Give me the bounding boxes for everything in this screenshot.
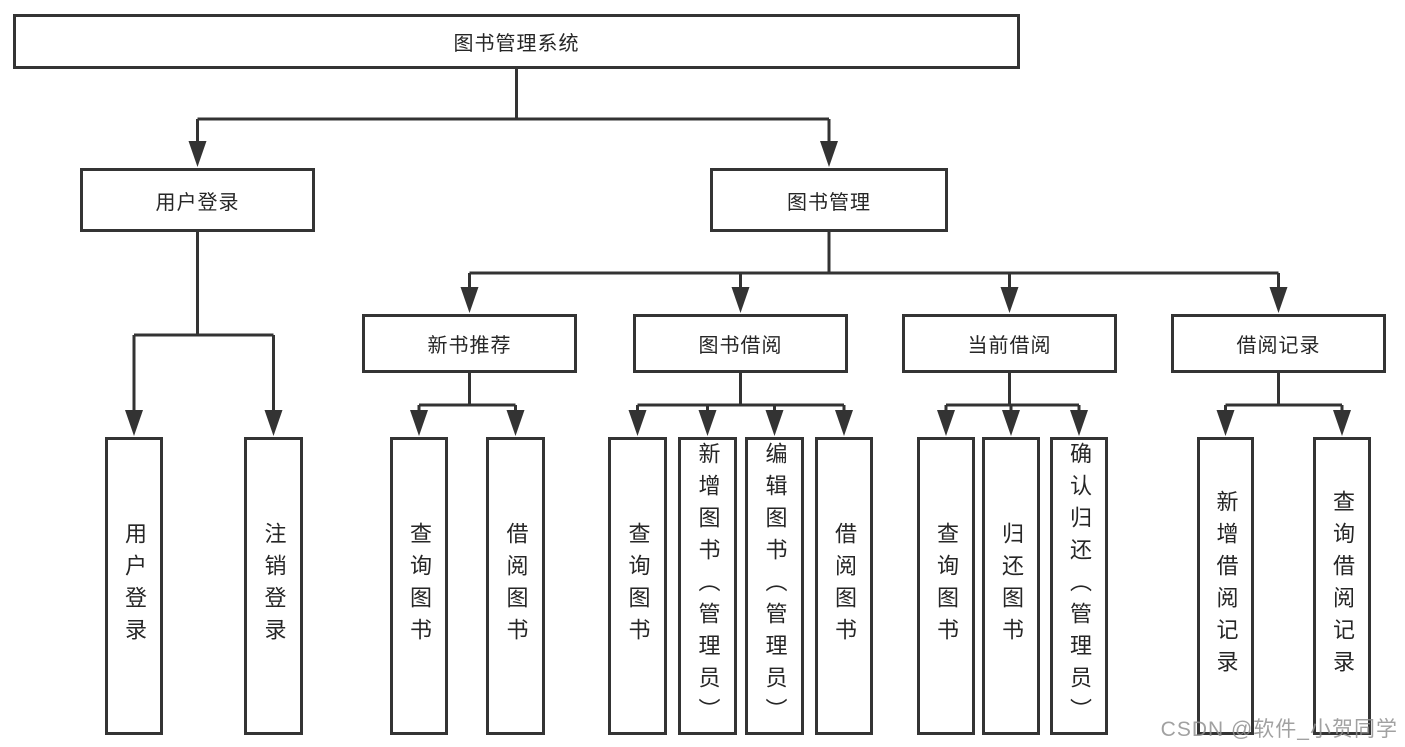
leaf-logout: 注销登录	[244, 437, 303, 735]
node-book-borrowing: 图书借阅	[633, 314, 848, 373]
leaf-edit-books-admin: 编辑图书（管理员）	[745, 437, 804, 735]
leaf-confirm-return-admin: 确认归还（管理员）	[1050, 437, 1108, 735]
leaf-borrow-books: 借阅图书	[815, 437, 873, 735]
node-label: 当前借阅	[967, 335, 1052, 357]
leaf-query-books: 查询图书	[917, 437, 975, 735]
node-label: 图书借阅	[698, 335, 783, 357]
leaf-return-books: 归还图书	[982, 437, 1040, 735]
node-user-login: 用户登录	[80, 168, 315, 232]
node-label: 借阅图书	[503, 522, 529, 650]
leaf-borrow-books: 借阅图书	[486, 437, 545, 735]
node-label: 查询图书	[934, 522, 959, 650]
node-label: 注销登录	[261, 522, 287, 650]
leaf-add-borrow-record: 新增借阅记录	[1197, 437, 1254, 735]
node-label: 新书推荐	[427, 335, 512, 357]
node-label: 确认归还（管理员）	[1067, 442, 1092, 730]
node-new-book-recommendation: 新书推荐	[362, 314, 577, 373]
node-book-management: 图书管理	[710, 168, 948, 232]
node-label: 借阅图书	[832, 522, 857, 650]
node-label: 借阅记录	[1236, 335, 1321, 357]
node-label: 图书管理系统	[453, 33, 580, 55]
leaf-query-borrow-record: 查询借阅记录	[1313, 437, 1371, 735]
node-borrowing-records: 借阅记录	[1171, 314, 1386, 373]
node-library-system: 图书管理系统	[13, 14, 1020, 69]
leaf-add-books-admin: 新增图书（管理员）	[678, 437, 737, 735]
node-current-borrowing: 当前借阅	[902, 314, 1117, 373]
node-label: 编辑图书（管理员）	[762, 442, 788, 730]
node-label: 用户登录	[122, 522, 147, 650]
node-label: 归还图书	[999, 522, 1024, 650]
leaf-user-login: 用户登录	[105, 437, 163, 735]
node-label: 查询借阅记录	[1330, 490, 1355, 682]
leaf-query-books: 查询图书	[608, 437, 667, 735]
node-label: 新增图书（管理员）	[695, 442, 721, 730]
node-label: 用户登录	[155, 191, 240, 214]
node-label: 查询图书	[407, 522, 432, 650]
leaf-query-books: 查询图书	[390, 437, 448, 735]
node-label: 新增借阅记录	[1213, 490, 1239, 682]
csdn-watermark: CSDN @软件_小贺同学	[1160, 718, 1398, 741]
node-label: 查询图书	[625, 522, 651, 650]
node-label: 图书管理	[787, 191, 871, 214]
